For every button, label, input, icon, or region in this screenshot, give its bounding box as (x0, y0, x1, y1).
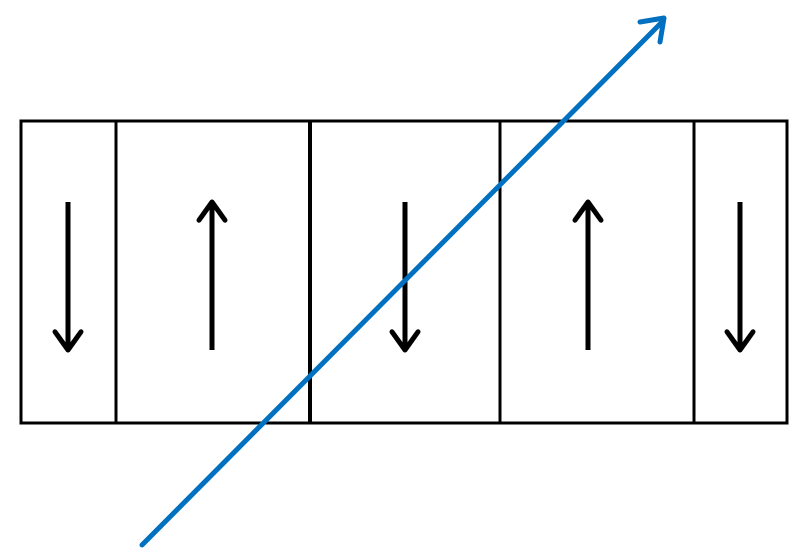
domain-arrow-head (724, 329, 756, 353)
domain-arrow-up-icon (572, 199, 604, 350)
domain-strip-frame (19, 119, 789, 425)
domain-arrow-down-icon (724, 202, 756, 353)
domain-arrow-head (196, 199, 228, 223)
domain-arrow-head (389, 329, 421, 353)
domain-arrow-up-icon (196, 199, 228, 350)
domain-arrow-head (52, 329, 84, 353)
beam-arrow-head (637, 15, 667, 45)
beam-arrow-shaft (139, 19, 665, 548)
diagonal-arrow-icon (139, 15, 667, 548)
domain-arrows (52, 199, 756, 353)
domain-arrow-head (572, 199, 604, 223)
domain-arrow-down-icon (389, 202, 421, 353)
domain-arrow-down-icon (52, 202, 84, 353)
